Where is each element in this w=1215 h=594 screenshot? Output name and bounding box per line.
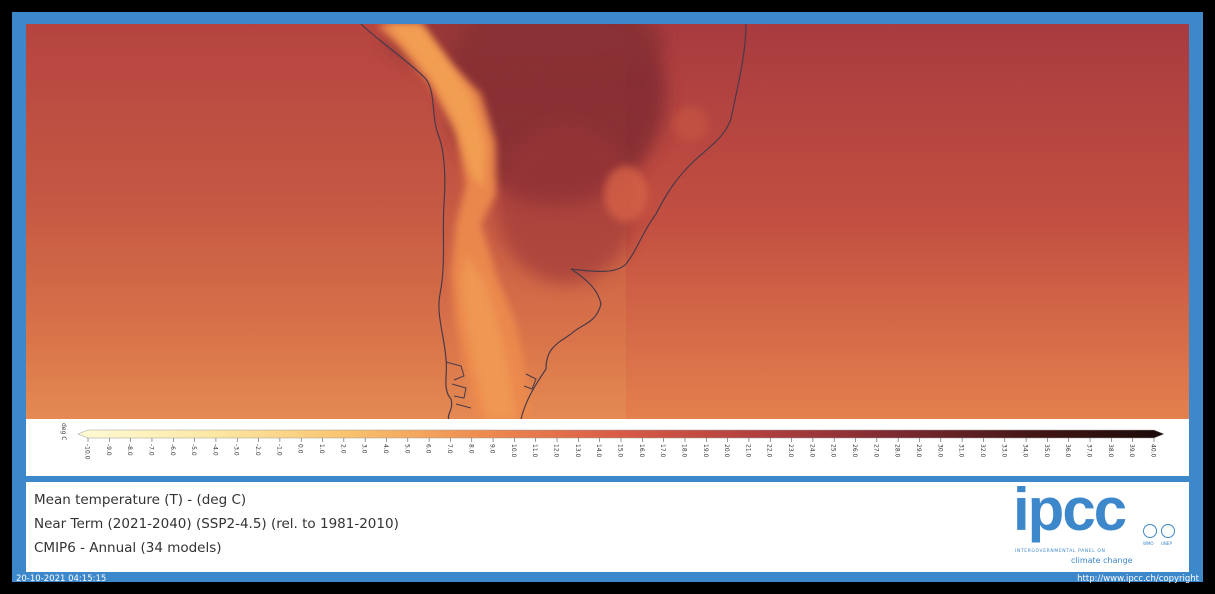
colorbar-tick-label: 16.0 bbox=[638, 444, 645, 458]
warm-core-central bbox=[496, 124, 636, 284]
colorbar-canvas: deg C -10.0-9.0-8.0-7.0-6.0-5.0-4.0-3.0-… bbox=[60, 423, 1165, 460]
colorbar-tick-label: 19.0 bbox=[702, 444, 709, 458]
colorbar-tick-label: 26.0 bbox=[851, 444, 858, 458]
colorbar-unit-label: deg C bbox=[60, 423, 67, 440]
colorbar-tick-label: 7.0 bbox=[446, 444, 453, 454]
colorbar-tick-label: -7.0 bbox=[147, 444, 154, 456]
ocean-east bbox=[626, 24, 1189, 419]
model-title: CMIP6 - Annual (34 models) bbox=[34, 540, 222, 556]
andes-peak-band bbox=[386, 24, 486, 189]
colorbar-tick-label: 20.0 bbox=[723, 444, 730, 458]
colorbar-tick-label: 36.0 bbox=[1064, 444, 1071, 458]
colorbar-tick-label: 37.0 bbox=[1086, 444, 1093, 458]
colorbar-tick-label: -6.0 bbox=[169, 444, 176, 456]
colorbar-tick-label: 15.0 bbox=[617, 444, 624, 458]
colorbar-tick-label: 32.0 bbox=[979, 444, 986, 458]
colorbar-tick-label: -1.0 bbox=[275, 444, 282, 456]
warm-spot-northeast bbox=[673, 106, 709, 142]
colorbar-tick-label: -2.0 bbox=[254, 444, 261, 456]
coastline-islands bbox=[445, 361, 537, 409]
colorbar-tick-label: 12.0 bbox=[553, 444, 560, 458]
colorbar-tick-label: 6.0 bbox=[425, 444, 432, 454]
colorbar-tick-label: 29.0 bbox=[915, 444, 922, 458]
colorbar-tick-label: 18.0 bbox=[680, 444, 687, 458]
colorbar-tick-label: 4.0 bbox=[382, 444, 389, 454]
colorbar-tick-label: 17.0 bbox=[659, 444, 666, 458]
ipcc-subtitle-climate: climate change bbox=[1071, 556, 1133, 565]
colorbar-tick-label: 28.0 bbox=[894, 444, 901, 458]
colorbar bbox=[77, 429, 1165, 439]
andes-south-band bbox=[461, 254, 516, 419]
colorbar-tick-label: 14.0 bbox=[595, 444, 602, 458]
warm-core-north bbox=[386, 24, 666, 79]
map-frame: deg C -10.0-9.0-8.0-7.0-6.0-5.0-4.0-3.0-… bbox=[12, 12, 1203, 584]
coastline-west bbox=[360, 24, 453, 419]
temperature-map[interactable] bbox=[26, 24, 1189, 419]
info-panel: Mean temperature (T) - (deg C) Near Term… bbox=[26, 480, 1189, 572]
colorbar-tick-label: 2.0 bbox=[339, 444, 346, 454]
timestamp: 20-10-2021 04:15:15 bbox=[16, 574, 107, 584]
colorbar-tick-label: 9.0 bbox=[489, 444, 496, 454]
colorbar-tick-label: 23.0 bbox=[787, 444, 794, 458]
colorbar-tick-label: 34.0 bbox=[1022, 444, 1029, 458]
wmo-emblem-icon bbox=[1143, 524, 1157, 538]
colorbar-tick-label: 3.0 bbox=[361, 444, 368, 454]
colorbar-tick-label: 0.0 bbox=[297, 444, 304, 454]
unep-label: UNEP bbox=[1161, 541, 1172, 546]
colorbar-legend: deg C -10.0-9.0-8.0-7.0-6.0-5.0-4.0-3.0-… bbox=[26, 419, 1189, 476]
colorbar-tick-label: 33.0 bbox=[1000, 444, 1007, 458]
colorbar-tick-label: 24.0 bbox=[808, 444, 815, 458]
ipcc-wordmark: ipcc bbox=[1013, 476, 1127, 543]
colorbar-tick-label: 30.0 bbox=[936, 444, 943, 458]
ipcc-logo: ipcc INTERGOVERNMENTAL PANEL ON climate … bbox=[1011, 480, 1181, 568]
colorbar-tick-label: -8.0 bbox=[126, 444, 133, 456]
colorbar-tick-label: 8.0 bbox=[467, 444, 474, 454]
colorbar-ticks: -10.0 -9.0 -8.0 -7.0 -6.0 -5.0 -4.0 -3.0 -2.0 -1.… bbox=[84, 438, 1157, 460]
colorbar-tick-label: 40.0 bbox=[1150, 444, 1157, 458]
variable-title: Mean temperature (T) - (deg C) bbox=[34, 492, 247, 508]
colorbar-tick-label: -9.0 bbox=[105, 444, 112, 456]
warm-spot-brazil bbox=[604, 166, 648, 222]
colorbar-tick-label: -5.0 bbox=[190, 444, 197, 456]
colorbar-tick-label: 1.0 bbox=[318, 444, 325, 454]
scenario-title: Near Term (2021-2040) (SSP2-4.5) (rel. t… bbox=[34, 516, 399, 532]
colorbar-tick-label: 13.0 bbox=[574, 444, 581, 458]
map-canvas bbox=[26, 24, 1189, 419]
colorbar-tick-label: -3.0 bbox=[233, 444, 240, 456]
ipcc-subtitle: INTERGOVERNMENTAL PANEL ON bbox=[1015, 549, 1106, 554]
colorbar-tick-label: 25.0 bbox=[830, 444, 837, 458]
colorbar-tick-label: 22.0 bbox=[766, 444, 773, 458]
colorbar-tick-label: 27.0 bbox=[872, 444, 879, 458]
colorbar-tick-label: 5.0 bbox=[403, 444, 410, 454]
colorbar-tick-label: 10.0 bbox=[510, 444, 517, 458]
colorbar-tick-label: 21.0 bbox=[744, 444, 751, 458]
colorbar-tick-label: 11.0 bbox=[531, 444, 538, 458]
wmo-label: WMO bbox=[1143, 541, 1154, 546]
colorbar-tick-label: -10.0 bbox=[84, 444, 91, 460]
colorbar-tick-label: 35.0 bbox=[1043, 444, 1050, 458]
colorbar-tick-label: 39.0 bbox=[1128, 444, 1135, 458]
colorbar-tick-label: 31.0 bbox=[958, 444, 965, 458]
unep-emblem-icon bbox=[1161, 524, 1175, 538]
colorbar-tick-label: -4.0 bbox=[211, 444, 218, 456]
coastline-east bbox=[520, 24, 747, 419]
copyright-link[interactable]: http://www.ipcc.ch/copyright bbox=[1077, 574, 1199, 584]
colorbar-tick-label: 38.0 bbox=[1107, 444, 1114, 458]
